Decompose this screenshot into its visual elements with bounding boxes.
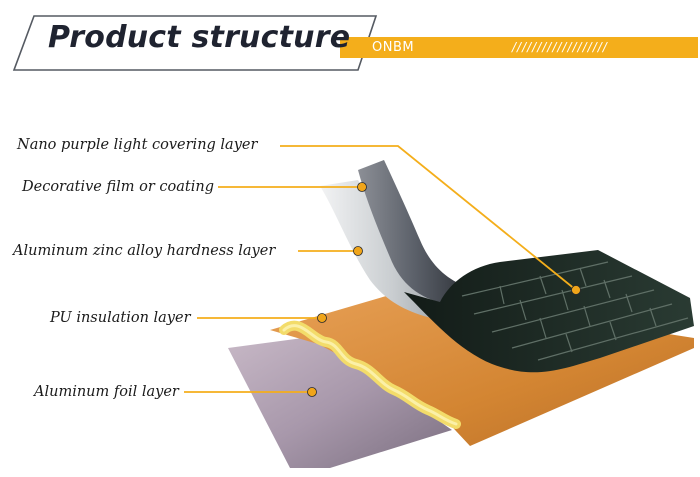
dot-foil bbox=[307, 387, 317, 397]
decorative-film-layer bbox=[358, 160, 470, 304]
leader-line-nano bbox=[280, 145, 577, 291]
label-nano-covering-layer: Nano purple light covering layer bbox=[17, 137, 258, 153]
decorative-hatch: /////////////////// bbox=[512, 40, 608, 54]
nano-covering-layer bbox=[404, 250, 694, 373]
aluminum-foil-layer bbox=[228, 336, 452, 468]
dot-decorative bbox=[357, 182, 367, 192]
brand-bar bbox=[340, 37, 698, 58]
page-title: Product structure bbox=[48, 20, 351, 55]
dot-nano bbox=[571, 285, 581, 295]
dot-alloy bbox=[353, 246, 363, 256]
brand-label: ONBM bbox=[372, 40, 415, 55]
brick-pattern bbox=[461, 261, 689, 361]
label-aluminum-zinc-alloy: Aluminum zinc alloy hardness layer bbox=[13, 243, 276, 259]
label-pu-insulation: PU insulation layer bbox=[50, 310, 191, 326]
title-frame bbox=[12, 14, 378, 72]
label-decorative-film: Decorative film or coating bbox=[22, 179, 214, 195]
leader-lines bbox=[184, 145, 577, 393]
pointer-dots bbox=[307, 182, 581, 397]
dot-pu bbox=[317, 313, 327, 323]
label-aluminum-foil: Aluminum foil layer bbox=[34, 384, 179, 400]
